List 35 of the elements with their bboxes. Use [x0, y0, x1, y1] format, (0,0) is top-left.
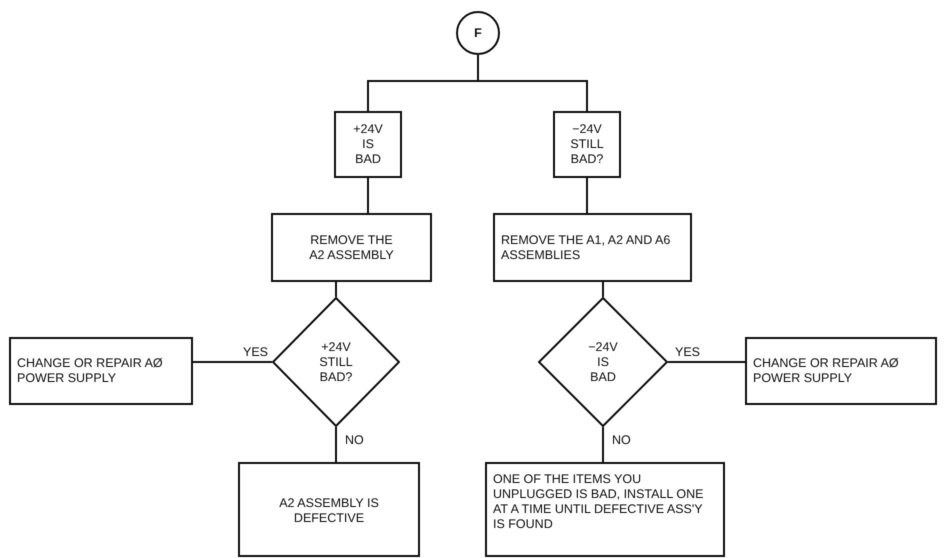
node-text: REMOVE THE A1, A2 AND A6 ASSEMBLIES: [501, 232, 672, 262]
process-box: [745, 337, 937, 405]
connector-line: [586, 178, 588, 213]
edge-label: YES: [242, 345, 270, 359]
process-box: [553, 111, 621, 178]
process-box: [238, 462, 420, 557]
node-text: ONE OF THE ITEMS YOU UNPLUGGED IS BAD, INSTALL ONE AT A TIME UNTIL DEFECTIVE ASS'Y IS FOUND: [493, 472, 704, 532]
connector-circle: [456, 11, 500, 55]
node-text: −24V IS BAD: [587, 340, 619, 384]
node-text: CHANGE OR REPAIR AØ POWER SUPPLY: [17, 356, 164, 386]
edge-label: NO: [344, 433, 365, 447]
connector-line: [193, 361, 272, 363]
node-text: CHANGE OR REPAIR AØ POWER SUPPLY: [753, 356, 900, 386]
connector-line: [668, 361, 745, 363]
edge-label: YES: [674, 345, 702, 359]
node-text: +24V IS BAD: [352, 122, 384, 167]
connector-line: [335, 282, 337, 297]
connector-line: [602, 282, 604, 297]
node-text: REMOVE THE A2 ASSEMBLY: [308, 232, 395, 262]
process-box: [271, 213, 432, 282]
edge-label: NO: [611, 433, 632, 447]
node-text: F: [474, 26, 482, 40]
decision-diamond: [538, 297, 668, 427]
process-box: [485, 462, 725, 557]
connector-line: [477, 55, 588, 111]
process-box: [9, 337, 193, 405]
process-box: [334, 111, 402, 178]
node-text: −24V STILL BAD?: [569, 122, 605, 167]
connector-line: [335, 427, 337, 462]
decision-diamond: [272, 297, 400, 427]
node-text: A2 ASSEMBLY IS DEFECTIVE: [278, 496, 380, 526]
process-box: [493, 213, 692, 282]
node-text: +24V STILL BAD?: [318, 340, 354, 384]
connector-line: [367, 178, 369, 213]
connector-line: [602, 427, 604, 462]
